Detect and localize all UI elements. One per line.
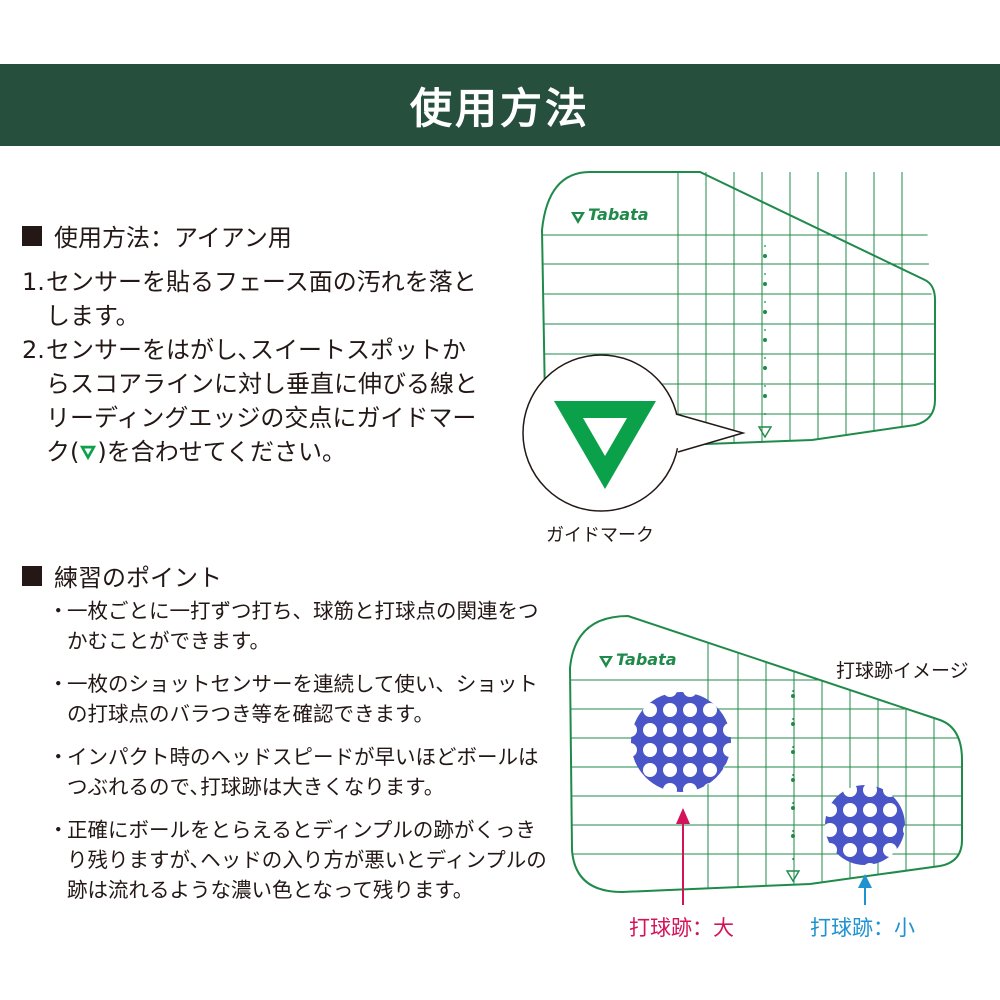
list-item: ・一枚ごとに一打ずつ打ち、球筋と打球点の関連をつかむことができます。 (48, 596, 548, 656)
list-item-text: 一枚のショットセンサーを連続して使い、ショットの打球点のバラつき等を確認できます… (67, 672, 538, 726)
practice-points: ・一枚ごとに一打ずつ打ち、球筋と打球点の関連をつかむことができます。 ・一枚のシ… (48, 596, 548, 918)
list-item: ・インパクト時のヘッドスピードが早いほどボールはつぶれるので､打球跡は大きくなり… (48, 742, 548, 802)
brand-logo-text: Tabata (588, 205, 649, 224)
guide-mark-caption: ガイドマーク (546, 525, 654, 546)
step-number: 2. (22, 336, 45, 364)
list-item: ・正確にボールをとらえるとディンプルの跡がくっきり残りますが､ヘッドの入り方が悪… (48, 815, 548, 905)
large-impact-mark (631, 692, 731, 792)
step-text: センサーをはがし､スイートスポットからスコアラインに対し垂直に伸びる線とリーディ… (46, 333, 482, 469)
list-item: ・一枚のショットセンサーを連続して使い、ショットの打球点のバラつき等を確認できま… (48, 669, 548, 729)
step-number: 1. (22, 268, 45, 296)
usage-steps: 1. センサーを貼るフェース面の汚れを落とします。 2. センサーをはがし､スイ… (22, 265, 482, 469)
guide-mark-magnifier (522, 354, 746, 512)
list-item-text: インパクト時のヘッドスピードが早いほどボールはつぶれるので､打球跡は大きくなりま… (67, 745, 539, 799)
practice-heading-text: 練習のポイント (54, 564, 222, 592)
square-bullet-icon (22, 225, 42, 246)
large-impact-label: 打球跡：大 (629, 916, 734, 940)
usage-heading: 使用方法：アイアン用 (22, 218, 292, 253)
step-2: 2. センサーをはがし､スイートスポットからスコアラインに対し垂直に伸びる線とリ… (22, 333, 482, 469)
list-item-text: 一枚ごとに一打ずつ打ち、球筋と打球点の関連をつかむことができます。 (67, 599, 539, 653)
step-1: 1. センサーを貼るフェース面の汚れを落とします。 (22, 265, 482, 333)
brand-logo-text: Tabata (616, 650, 677, 669)
impact-image-label: 打球跡イメージ (836, 660, 969, 682)
small-impact-mark (825, 785, 905, 865)
list-item-text: 正確にボールをとらえるとディンプルの跡がくっきり残りますが､ヘッドの入り方が悪い… (67, 818, 547, 902)
step-text: センサーを貼るフェース面の汚れを落とします。 (46, 268, 477, 330)
page-title: 使用方法 (409, 83, 590, 133)
step-text-after: )を合わせてください。 (97, 438, 347, 466)
square-bullet-icon (22, 565, 42, 586)
guide-mark-small-icon (757, 426, 773, 439)
guide-mark-small-icon (785, 870, 801, 883)
header-banner: 使用方法 (0, 64, 1000, 146)
small-impact-label: 打球跡：小 (810, 916, 915, 940)
practice-heading: 練習のポイント (22, 558, 222, 593)
sensor-sheet-2 (568, 614, 963, 905)
usage-heading-text: 使用方法：アイアン用 (54, 224, 292, 252)
step-text-before: センサーをはがし､スイートスポットからスコアラインに対し垂直に伸びる線とリーディ… (46, 336, 478, 466)
guide-mark-icon (80, 445, 97, 461)
